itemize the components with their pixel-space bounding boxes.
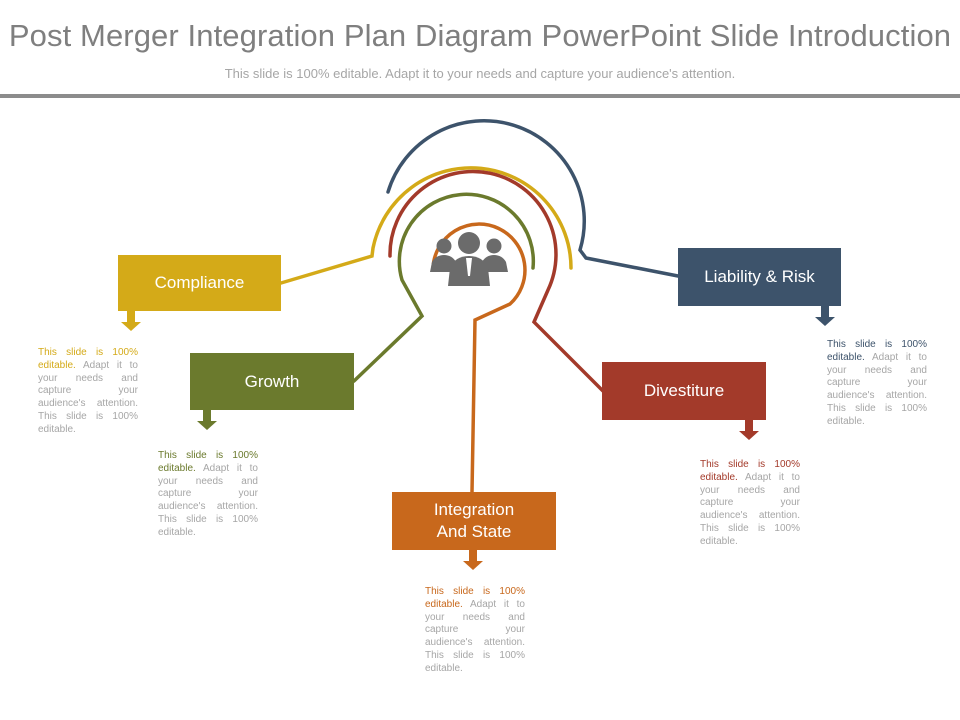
growth-box[interactable]: Growth bbox=[190, 353, 354, 410]
people-group-icon bbox=[430, 232, 508, 286]
growth-desc-rest: Adapt it to your needs and capture your … bbox=[158, 462, 258, 538]
divestiture-desc-rest: Adapt it to your needs and capture your … bbox=[700, 471, 800, 547]
compliance-desc-rest: Adapt it to your needs and capture your … bbox=[38, 359, 138, 435]
divestiture-connector bbox=[388, 169, 605, 393]
compliance-connector bbox=[279, 166, 573, 285]
compliance-desc-lead: This slide is 100% editable. bbox=[38, 347, 138, 371]
growth-description: This slide is 100% editable. Adapt it to… bbox=[158, 450, 258, 540]
liability-label: Liability & Risk bbox=[704, 267, 815, 286]
liability-description: This slide is 100% editable. Adapt it to… bbox=[827, 339, 927, 429]
divestiture-label: Divestiture bbox=[643, 381, 725, 400]
slide-title: Post Merger Integration Plan Diagram Pow… bbox=[8, 18, 952, 53]
compliance-label: Compliance bbox=[154, 273, 245, 292]
liability-desc-rest: Adapt it to your needs and capture your … bbox=[827, 351, 927, 427]
liability-box[interactable]: Liability & Risk bbox=[678, 248, 841, 306]
compliance-description: This slide is 100% editable. Adapt it to… bbox=[38, 347, 138, 437]
growth-desc-lead: This slide is 100% editable. bbox=[158, 450, 258, 474]
integration-desc-lead: This slide is 100% editable. bbox=[425, 586, 525, 610]
divestiture-description: This slide is 100% editable. Adapt it to… bbox=[700, 459, 800, 549]
liability-desc-lead: This slide is 100% editable. bbox=[827, 339, 927, 363]
divestiture-box[interactable]: Divestiture bbox=[602, 362, 766, 420]
integration-desc-rest: Adapt it to your needs and capture your … bbox=[425, 598, 525, 674]
compliance-box[interactable]: Compliance bbox=[118, 255, 281, 311]
liability-connector bbox=[386, 119, 680, 278]
integration-description: This slide is 100% editable. Adapt it to… bbox=[425, 586, 525, 676]
growth-label: Growth bbox=[244, 371, 300, 391]
slide-subtitle: This slide is 100% editable. Adapt it to… bbox=[224, 66, 736, 81]
divestiture-desc-lead: This slide is 100% editable. bbox=[700, 459, 800, 483]
growth-connector bbox=[352, 192, 536, 383]
integration-label: Integration And State bbox=[433, 500, 515, 541]
integration-box[interactable]: Integration And State bbox=[392, 492, 556, 550]
title-divider bbox=[0, 94, 960, 98]
